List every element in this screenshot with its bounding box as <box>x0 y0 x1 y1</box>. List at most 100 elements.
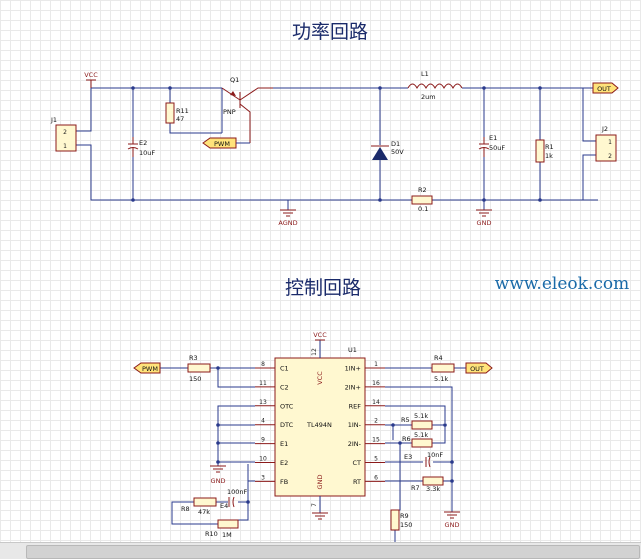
control-junction-dots <box>216 366 454 504</box>
u1-right-pin-name: CT <box>352 459 361 467</box>
u1-right-pin-number: 1 <box>374 361 378 368</box>
u1-right-pin-name: 2IN+ <box>345 383 361 391</box>
r8-ref: R8 <box>181 505 190 513</box>
j1-pin-top: 2 <box>63 129 67 136</box>
u1-right-pin-number: 2 <box>374 418 378 425</box>
u1-supply-stubs: VCC <box>312 331 328 520</box>
r4-value: 5.1k <box>434 375 448 383</box>
r7-ref: R7 <box>411 484 420 492</box>
r9-value: 150 <box>400 521 412 529</box>
u1-left-pin-name: E1 <box>280 440 288 448</box>
l1-value: 2um <box>421 93 436 101</box>
gnd-symbol-control-left: GND <box>210 465 226 485</box>
inductor-l1: L1 2um <box>407 70 463 101</box>
capacitor-e2: E2 10uF <box>127 137 155 157</box>
r6-value: 5.1k <box>414 431 428 439</box>
resistor-r5: R5 5.1k <box>401 412 433 430</box>
d1-value: 50V <box>391 148 404 156</box>
resistor-r1: R1 1k <box>535 139 554 163</box>
u1-vcc-pin-number: 12 <box>311 348 318 356</box>
gnd-control-right-label: GND <box>445 521 460 529</box>
vcc-label: VCC <box>84 71 98 79</box>
transistor-q1: Q1 PNP <box>221 76 273 143</box>
u1-right-pin-name: 1IN+ <box>345 365 361 373</box>
u1-left-pin-number: 13 <box>259 399 267 406</box>
e3-value: 10nF <box>427 451 443 459</box>
r2-value: 0.1 <box>418 205 428 213</box>
resistor-r3: R3 150 <box>187 354 211 383</box>
r3-ref: R3 <box>189 354 198 362</box>
diode-d1: D1 50V <box>371 140 404 160</box>
u1-right-pin-number: 16 <box>372 380 380 387</box>
r10-ref: R10 <box>205 530 218 538</box>
pwm-port-power: PWM <box>202 137 250 149</box>
r1-ref: R1 <box>545 143 554 151</box>
horizontal-scrollbar[interactable] <box>0 542 641 559</box>
pwm-port-power-label: PWM <box>214 140 230 148</box>
u1-gnd-pin-label: GND <box>316 475 324 490</box>
u1-left-pin-number: 8 <box>261 361 265 368</box>
gnd-symbol-control-right: GND <box>444 511 460 529</box>
j2-ref: J2 <box>601 125 608 133</box>
j1-ref: J1 <box>50 116 57 124</box>
pwm-port-control-label: PWM <box>142 365 158 373</box>
power-junction-dots <box>131 86 542 202</box>
u1-right-pin-name: REF <box>349 402 362 410</box>
u1-vcc-symbol-label: VCC <box>313 331 327 339</box>
resistor-r10: R10 1M <box>205 519 239 539</box>
r7-value: 3.3k <box>426 485 440 493</box>
u1-right-pin-number: 6 <box>374 474 378 481</box>
l1-ref: L1 <box>421 70 429 78</box>
u1-name: TL494N <box>306 421 332 429</box>
j2-pin-top: 1 <box>608 139 612 146</box>
connector-j2: J2 1 2 <box>595 125 617 162</box>
r1-value: 1k <box>545 152 553 160</box>
u1-right-pin-name: 1IN- <box>348 421 362 429</box>
u1-left-pin-name: DTC <box>280 421 294 429</box>
resistor-r4: R4 5.1k <box>431 354 455 383</box>
r2-ref: R2 <box>418 186 427 194</box>
out-port-control-label: OUT <box>470 365 484 373</box>
ic-u1: U1 TL494N VCC 12 GND 7 <box>274 346 366 507</box>
u1-left-pin-number: 3 <box>261 474 265 481</box>
scrollbar-thumb[interactable] <box>26 545 640 559</box>
power-section-title: 功率回路 <box>292 21 368 43</box>
j2-pin-bottom: 2 <box>608 153 612 160</box>
capacitor-e1: E1 50uF <box>478 134 505 157</box>
u1-right-pin-name: RT <box>353 478 361 486</box>
e2-ref: E2 <box>139 139 147 147</box>
u1-left-pin-name: C1 <box>280 365 289 373</box>
u1-left-pin-number: 4 <box>261 418 265 425</box>
q1-ref: Q1 <box>230 76 239 84</box>
u1-right-pin-number: 14 <box>372 399 380 406</box>
e4-ref: E4 <box>220 502 228 510</box>
u1-left-pin-name: FB <box>280 478 288 486</box>
e1-value: 50uF <box>489 144 505 152</box>
resistor-r2: R2 0.1 <box>411 186 433 213</box>
agnd-label: AGND <box>278 219 297 227</box>
gnd-power-label: GND <box>477 219 492 227</box>
j1-pin-bottom: 1 <box>63 143 67 150</box>
resistor-r6: R6 5.1k <box>402 431 433 448</box>
gnd-control-left-label: GND <box>211 477 226 485</box>
resistor-r11: R11 47 <box>165 102 189 124</box>
r5-ref: R5 <box>401 416 410 424</box>
u1-left-pin-number: 11 <box>259 380 267 387</box>
resistor-r9: R9 150 <box>390 509 412 531</box>
watermark-text: www.eleok.com <box>495 274 629 294</box>
u1-right-pin-number: 15 <box>372 437 380 444</box>
r6-ref: R6 <box>402 435 411 443</box>
capacitor-e4: E4 100nF <box>220 488 248 510</box>
e4-value: 100nF <box>227 488 248 496</box>
r3-value: 150 <box>189 375 201 383</box>
r9-ref: R9 <box>400 512 409 520</box>
power-wires <box>76 87 598 210</box>
d1-ref: D1 <box>391 140 400 148</box>
u1-left-pin-number: 9 <box>261 437 265 444</box>
u1-left-pin-name: OTC <box>280 402 294 410</box>
u1-gnd-pin-number: 7 <box>311 503 318 507</box>
r11-ref: R11 <box>176 107 189 115</box>
r11-value: 47 <box>176 115 184 123</box>
out-port-power: OUT <box>592 82 619 94</box>
